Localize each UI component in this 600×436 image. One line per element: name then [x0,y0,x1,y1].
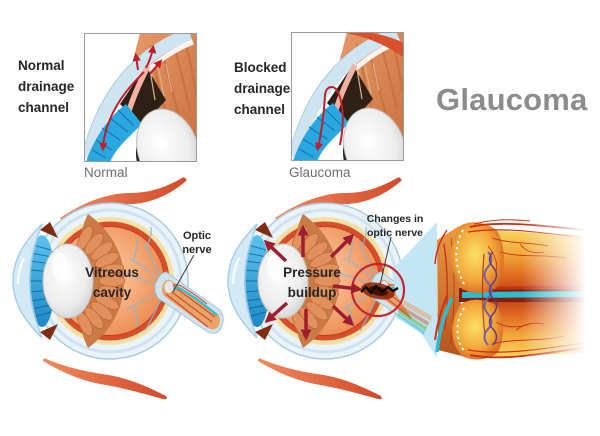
caption-line: drainage [18,78,75,94]
vitreous-cavity-label: Vitreous cavity [70,263,154,302]
caption-normal-drainage: Normal drainage channel [18,56,74,119]
inset-glaucoma-art [291,32,404,161]
caption-line: channel [18,99,70,115]
label-line: Optic [182,230,212,242]
caption-line: drainage [234,80,291,96]
label-line: nerve [182,244,212,257]
page-title: Glaucoma [436,82,588,117]
caption-line: channel [234,101,286,117]
central-vessel-purple [483,251,493,346]
caption-blocked-drainage: Blocked drainage channel [234,58,290,121]
inset-label-normal: Normal [84,165,128,180]
inset-label-glaucoma: Glaucoma [289,165,351,180]
label-line: Vitreous [85,265,139,280]
inset-normal-art [84,33,197,162]
label-line: optic nerve [366,227,424,240]
optic-nerve-detail [434,183,600,375]
pressure-arrows [263,224,363,341]
label-line: Pressure [283,265,341,280]
optic-nerve-pointer-line [172,254,195,293]
changes-pointer-line [379,236,392,286]
caption-line: Normal [18,58,65,73]
inset-normal-border [84,33,197,162]
pointer-lines [172,236,392,293]
nerve-fade-stripes [396,300,432,335]
changes-optic-nerve-label: Changes in optic nerve [357,212,433,240]
pressure-buildup-label: Pressure buildup [270,263,354,302]
label-line: buildup [287,284,337,300]
optic-nerve-label: Optic nerve [174,229,220,258]
caption-line: Blocked [234,60,287,75]
magnifier-cone [392,222,437,358]
label-line: Changes in [366,213,424,225]
label-line: cavity [92,284,132,300]
inset-glaucoma-border [291,32,404,161]
optic-nerve-damage [360,282,399,300]
